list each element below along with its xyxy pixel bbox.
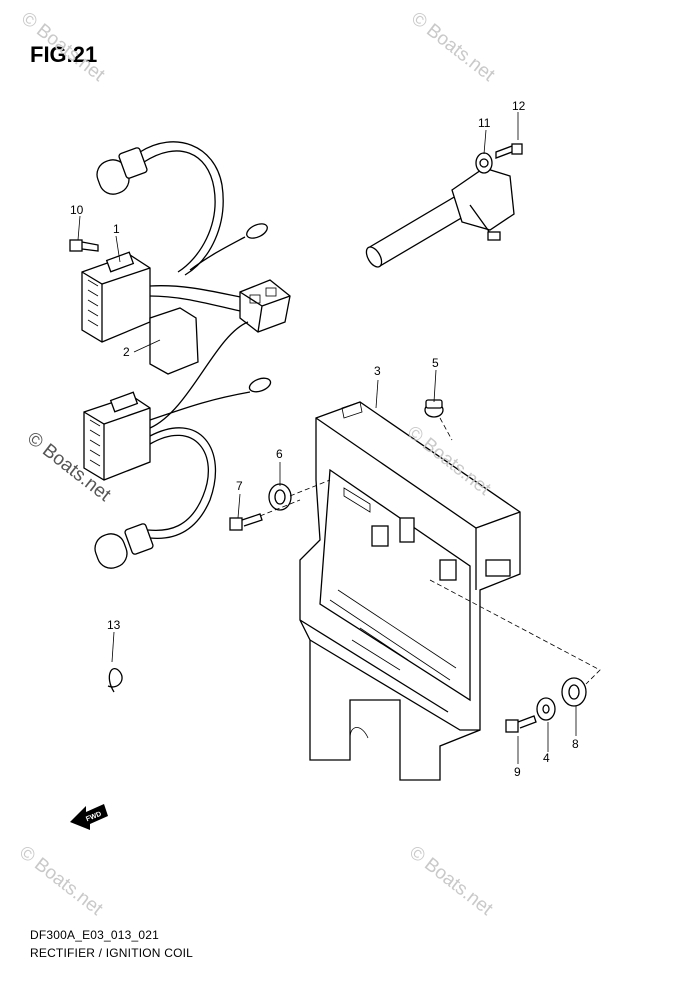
callout-4: 4 xyxy=(543,751,550,765)
callout-7: 7 xyxy=(236,479,243,493)
callout-9: 9 xyxy=(514,765,521,779)
callout-13: 13 xyxy=(107,618,121,632)
callout-12: 12 xyxy=(512,99,526,113)
bolt-7 xyxy=(229,513,263,531)
callout-8: 8 xyxy=(572,737,579,751)
figure-code: DF300A_E03_013_021 xyxy=(30,928,160,942)
callout-10: 10 xyxy=(70,203,84,217)
callout-2: 2 xyxy=(123,345,130,359)
callout-11: 11 xyxy=(478,116,491,130)
leader-lines xyxy=(77,112,601,764)
figure-title: FIG.21 xyxy=(30,42,98,67)
rectifier-lower xyxy=(83,321,272,569)
rectifier-upper xyxy=(81,141,291,343)
bolt-9 xyxy=(505,715,537,733)
rectifier-bracket xyxy=(299,401,521,781)
washer-4 xyxy=(536,697,556,721)
clip-13 xyxy=(107,668,123,693)
grommet-5 xyxy=(424,399,444,418)
heat-sink-pad xyxy=(149,307,199,375)
callout-5: 5 xyxy=(432,356,439,370)
grommet-8 xyxy=(561,677,587,707)
bolt-10 xyxy=(69,239,99,252)
callout-3: 3 xyxy=(374,364,381,378)
ignition-coil xyxy=(365,143,523,268)
fwd-arrow-icon: FWD xyxy=(70,804,108,830)
figure-caption: RECTIFIER / IGNITION COIL xyxy=(30,946,194,960)
callout-6: 6 xyxy=(276,447,283,461)
grommet-6 xyxy=(268,483,292,511)
callout-1: 1 xyxy=(113,222,120,236)
